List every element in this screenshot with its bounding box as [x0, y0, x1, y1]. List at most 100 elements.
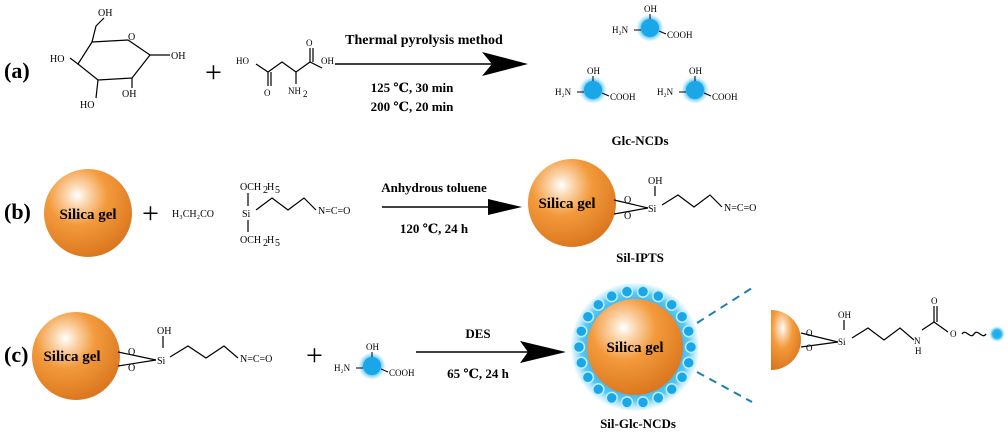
glucose-oh-bottom: OH: [122, 89, 136, 100]
arrow-b-top-text: Anhydrous toluene: [381, 180, 487, 195]
ipts-oc2h5-bottom: OCH: [240, 235, 261, 246]
arrow-a-bottom-2: 200 ℃, 20 min: [371, 99, 455, 114]
svg-text:2: 2: [263, 238, 268, 249]
ncd-oh-label: OH: [644, 4, 657, 14]
glucose-oh-right: OH: [171, 51, 185, 62]
silica-gel-label-b: Silica gel: [59, 207, 116, 223]
ipts-linker-b: O O Si OH N=C=O: [613, 176, 756, 222]
shell-ncd-dot: [684, 340, 698, 354]
shell-ncd-dot: [575, 324, 588, 338]
zoom-o-top: O: [806, 328, 813, 338]
zoom-n: N: [914, 336, 921, 346]
ncd-core: [584, 81, 602, 99]
arrow-a-top-text: Thermal pyrolysis method: [345, 33, 503, 48]
ncd-particle: OH H₂N COOH: [612, 4, 693, 42]
linker-c-o-bottom: O: [128, 363, 135, 374]
glucose-oh-bottom-left: HO: [80, 100, 94, 111]
shell-ncd-dot: [605, 391, 618, 405]
ncd-oh-label: OH: [689, 66, 702, 76]
zoom-line-top: [696, 287, 753, 324]
zoom-carbonyl-o: O: [931, 296, 938, 306]
ncd-core: [686, 81, 704, 99]
ipts-h3ch2co: H₃CH₂CO: [172, 209, 214, 220]
plus-sign-b: +: [142, 197, 159, 230]
linker-o-bottom: O: [624, 211, 631, 222]
zoom-si: Si: [838, 337, 846, 347]
arrow-b-bottom-text: 120 ℃, 24 h: [400, 221, 469, 236]
plus-sign-c: +: [306, 339, 323, 372]
arrow-c-top-text: DES: [465, 326, 490, 341]
ncd-particle: OH H₂N COOH: [657, 66, 738, 104]
shell-ncd-dot: [636, 285, 650, 298]
shell-ncd-dot: [636, 396, 650, 409]
ncd-nh2-label: H₂N: [555, 87, 572, 97]
linker-si: Si: [648, 204, 657, 215]
shell-ncd-dot: [682, 356, 695, 370]
ncd-cooh-label: COOH: [389, 368, 415, 378]
glc-ncds-label: Glc-NCDs: [611, 133, 668, 148]
shell-ncd-dot: [620, 396, 634, 409]
ncd-particle: OH H₂N COOH: [555, 66, 636, 104]
shell-ncd-dot: [581, 310, 595, 323]
shell-ncd-dot: [675, 310, 689, 323]
glucose-structure: OH O OH HO HO OH: [50, 8, 185, 111]
ncd-cooh-label: COOH: [667, 30, 693, 40]
silica-gel-label-b-product: Silica gel: [538, 196, 595, 212]
zoomed-surface-structure: O O Si OH N H O O: [771, 296, 1005, 370]
svg-text:H: H: [267, 182, 274, 193]
ipts-oc2h5-top: OCH: [240, 182, 261, 193]
ncd-nh2-label: H₂N: [657, 87, 674, 97]
row-b-label: (b): [4, 199, 31, 224]
shell-ncd-dot: [665, 298, 678, 311]
zoom-line-bottom: [696, 371, 753, 403]
shell-ncd-dot: [675, 371, 689, 384]
ncd-oh-label: OH: [587, 66, 600, 76]
ncd-cooh-label: COOH: [712, 92, 738, 102]
row-c-label: (c): [4, 342, 28, 367]
svg-text:2: 2: [303, 89, 308, 99]
shell-ncd-dot: [620, 285, 634, 298]
ncd-core: [363, 357, 381, 375]
svg-text:5: 5: [275, 185, 280, 196]
svg-text:O: O: [306, 38, 313, 48]
aspartic-nh2: NH: [288, 86, 301, 96]
shell-ncd-dot: [652, 391, 665, 405]
ncd-nh2-label: H₂N: [612, 25, 629, 35]
zoom-ncd-dot: [989, 326, 1005, 342]
ncd-nh2-label: H₂N: [334, 363, 351, 373]
glucose-oh-top: OH: [98, 8, 112, 19]
silica-gel-sphere-b: [44, 169, 132, 257]
linker-oh: OH: [648, 176, 662, 187]
arrow-a-bottom-1: 125 ℃, 30 min: [371, 80, 455, 95]
arrow-c-bottom-text: 65 ℃, 24 h: [447, 366, 510, 381]
linker-c-si: Si: [157, 356, 166, 367]
ncd-core: [641, 19, 659, 37]
svg-text:5: 5: [275, 238, 280, 249]
linker-c-oh: OH: [157, 326, 171, 337]
ipts-linker-c: O O Si OH N=C=O: [117, 326, 272, 374]
zoom-h: H: [915, 346, 922, 356]
svg-text:O: O: [128, 32, 135, 43]
silica-gel-sphere-c: [32, 312, 120, 400]
aspartic-oh: OH: [321, 56, 334, 66]
shell-ncd-dot: [652, 289, 665, 303]
row-a-label: (a): [4, 58, 30, 83]
ipts-structure: OCH 2 H 5 H₃CH₂CO Si OCH 2 H 5 N=C=O: [172, 182, 350, 249]
glucose-oh-left: HO: [50, 54, 64, 65]
shell-ncd-dot: [575, 356, 588, 370]
sil-ipts-label: Sil-IPTS: [616, 250, 664, 265]
zoom-o-bottom: O: [806, 343, 813, 353]
aspartic-ho: HO: [236, 56, 249, 66]
silica-gel-label-c: Silica gel: [43, 349, 100, 365]
shell-ncd-dot: [682, 324, 695, 338]
silica-gel-label-c-product: Silica gel: [606, 340, 663, 356]
ncd-cooh-label: COOH: [610, 92, 636, 102]
sil-glc-ncds-particle: [571, 283, 699, 411]
linker-o-top: O: [624, 195, 631, 206]
aspartic-acid-structure: HO OH O O NH 2: [236, 38, 334, 99]
linker-c-nco: N=C=O: [240, 354, 272, 365]
shell-ncd-dot: [665, 383, 678, 396]
shell-ncd-dot: [572, 340, 586, 354]
zoom-ester-o: O: [950, 329, 957, 339]
